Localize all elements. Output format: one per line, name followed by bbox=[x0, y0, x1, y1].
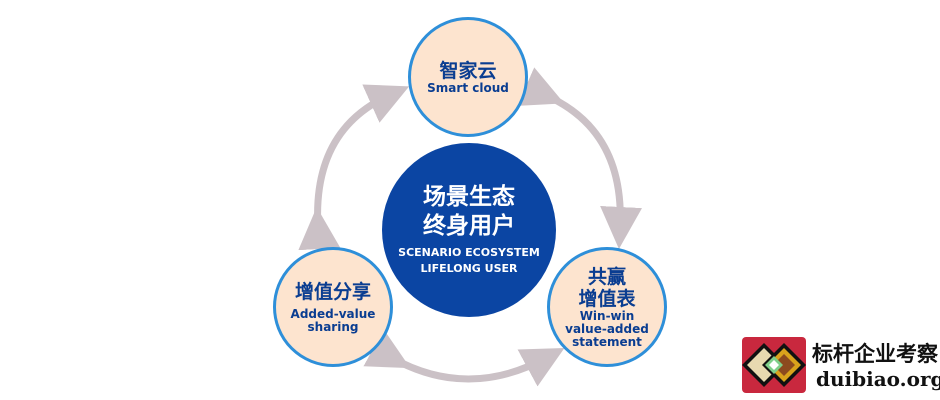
node-title: 增值分享 bbox=[294, 280, 371, 303]
center-subtitle: SCENARIO ECOSYSTEM bbox=[398, 246, 540, 259]
node-subtitle: value-added bbox=[565, 321, 649, 336]
node-subtitle: Win-win bbox=[579, 308, 635, 323]
center-subtitle: LIFELONG USER bbox=[420, 262, 518, 275]
node-title: 智家云 bbox=[439, 59, 497, 82]
center-title: 场景生态 bbox=[423, 184, 515, 210]
watermark-name: 标杆企业考察 bbox=[812, 341, 938, 366]
node-win-win-statement: 共赢 增值表 Win-win value-added statement bbox=[547, 247, 667, 367]
node-subtitle: Smart cloud bbox=[427, 80, 509, 95]
watermark-url: duibiao.org bbox=[816, 367, 940, 391]
node-subtitle: sharing bbox=[307, 319, 359, 334]
center-title: 终身用户 bbox=[423, 213, 515, 239]
node-title: 增值表 bbox=[578, 287, 636, 310]
center-circle: 场景生态 终身用户 SCENARIO ECOSYSTEM LIFELONG US… bbox=[382, 143, 556, 317]
arrow-bottom bbox=[363, 329, 565, 387]
node-title: 共赢 bbox=[587, 265, 626, 288]
node-smart-cloud: 智家云 Smart cloud bbox=[408, 17, 528, 137]
node-added-value-sharing: 增值分享 Added-value sharing bbox=[273, 247, 393, 367]
node-subtitle: Added-value bbox=[290, 306, 376, 321]
node-subtitle: statement bbox=[572, 334, 642, 349]
arrow-left bbox=[298, 84, 410, 251]
watermark-logo-icon bbox=[742, 337, 806, 393]
arrow-right bbox=[517, 67, 643, 249]
